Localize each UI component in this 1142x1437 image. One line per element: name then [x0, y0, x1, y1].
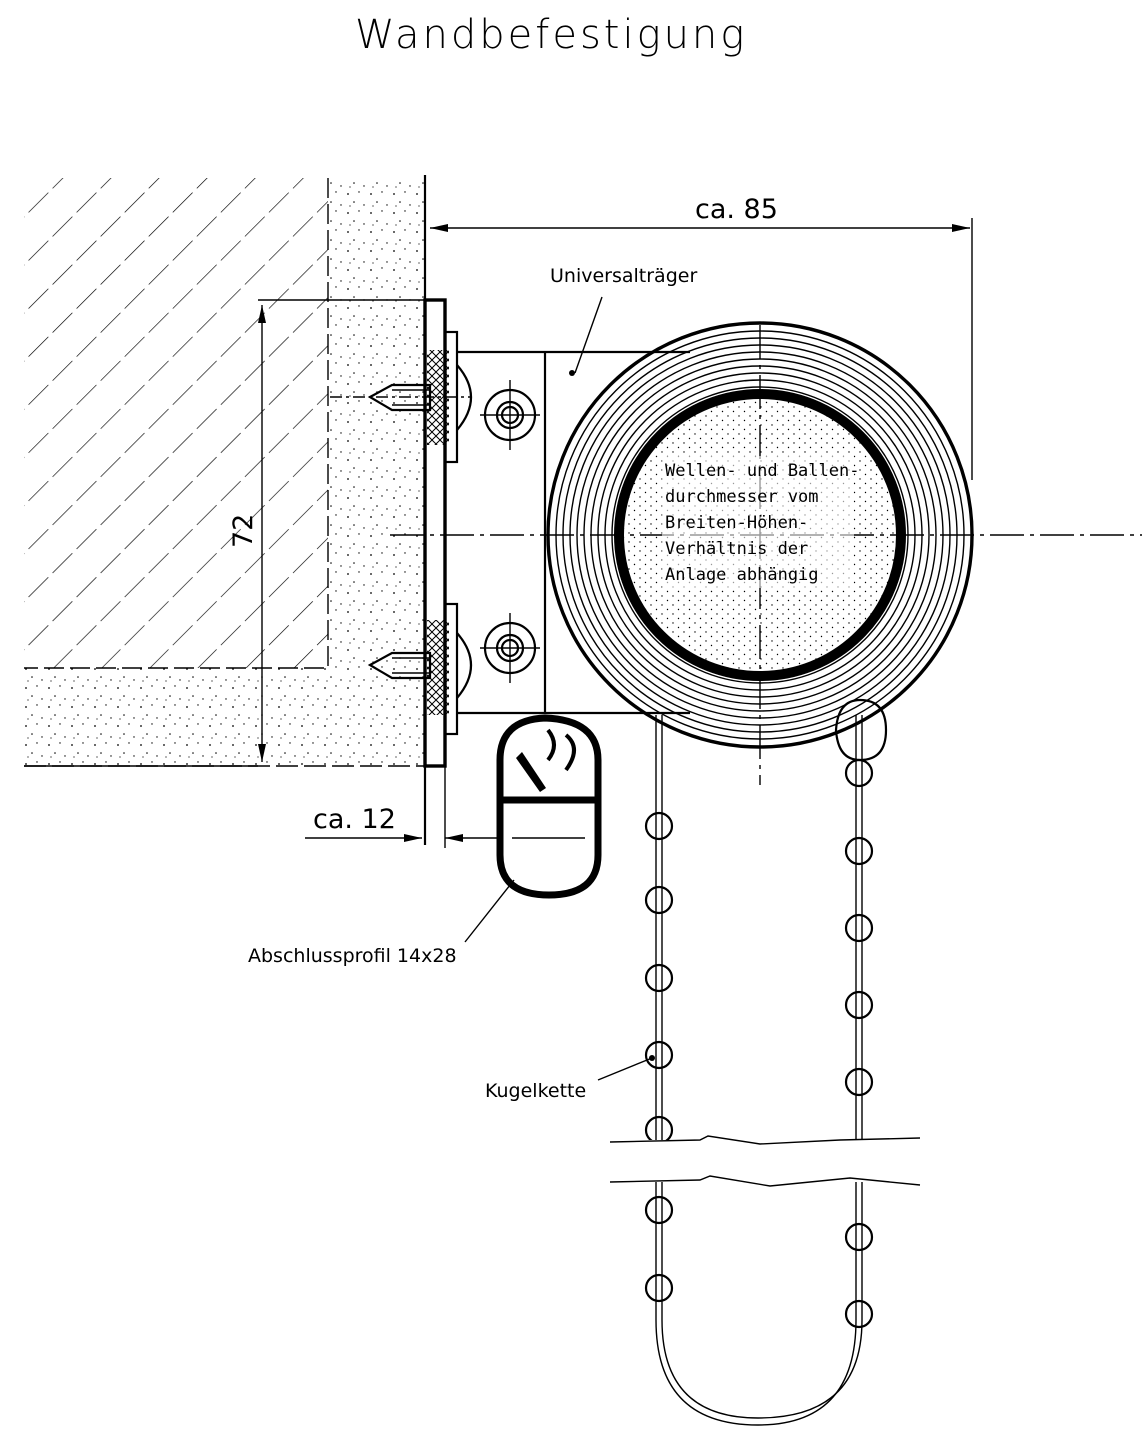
note-line-4: Verhältnis der	[665, 539, 808, 559]
bottom-rail-profile	[496, 714, 602, 899]
drawing-title: Wandbefestigung	[355, 12, 747, 58]
dimension-85	[430, 218, 973, 480]
leader-chain	[597, 1057, 653, 1081]
dimension-72-label: 72	[228, 514, 259, 548]
dimension-72	[24, 299, 425, 767]
leader-chain-dot	[649, 1055, 655, 1061]
label-bottom-profile: Abschlussprofil 14x28	[248, 945, 457, 967]
universal-bracket	[457, 350, 690, 715]
roll-diameter-note: Wellen- und Ballen- durchmesser vom Brei…	[662, 456, 859, 588]
screw-bottom	[367, 632, 472, 699]
note-line-1: Wellen- und Ballen-	[665, 461, 859, 481]
note-line-5: Anlage abhängig	[665, 565, 819, 585]
leader-bracket	[574, 296, 603, 374]
ball-chain	[605, 698, 925, 1426]
screw-top	[330, 364, 472, 431]
dimension-12-label: ca. 12	[313, 804, 396, 835]
leader-profile	[464, 879, 515, 943]
note-line-3: Breiten-Höhen-	[665, 513, 808, 533]
wall-masonry	[24, 178, 329, 669]
note-line-2: durchmesser vom	[665, 487, 819, 507]
label-ball-chain: Kugelkette	[485, 1080, 586, 1102]
label-universal-bracket: Universalträger	[550, 265, 697, 287]
dimension-85-label: ca. 85	[695, 194, 778, 225]
mounting-plate	[423, 298, 459, 768]
